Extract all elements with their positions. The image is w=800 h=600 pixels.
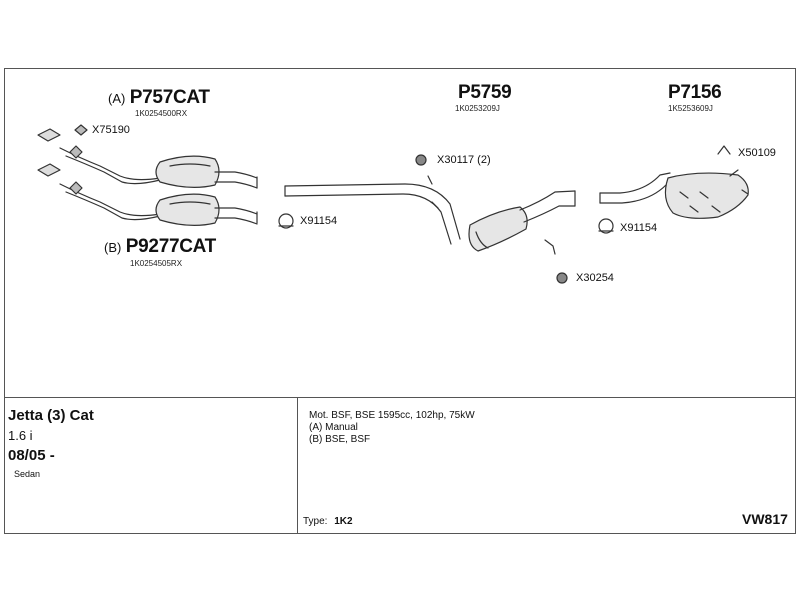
part-b-oem: 1K0254505RX (130, 259, 183, 268)
vehicle-model: Jetta (3) Cat (8, 407, 94, 424)
spec-line-1: Mot. BSF, BSE 1595cc, 102hp, 75kW (309, 410, 475, 421)
clamp-icon-rear (598, 218, 614, 234)
part-a-number: P757CAT (129, 87, 210, 108)
rubber-hanger-icon (415, 154, 427, 166)
catalyst-b-drawing (37, 163, 258, 226)
part-rear-number: P7156 (668, 82, 722, 103)
part-middle-number: P5759 (458, 82, 512, 103)
part-b-prefix: (B) (104, 240, 122, 255)
hanger-rear-label: X50109 (738, 147, 776, 159)
diagram-code: VW817 (742, 511, 788, 527)
info-divider (4, 397, 796, 398)
diagram-frame (4, 68, 796, 534)
type-label: Type: (303, 516, 328, 527)
type-row: Type: 1K2 (303, 516, 353, 528)
spec-line-3: (B) BSE, BSF (309, 434, 371, 445)
gasket-front-label: X75190 (92, 124, 130, 136)
part-rear-oem: 1K5253609J (668, 104, 713, 113)
part-a-prefix: (A) (108, 91, 126, 106)
part-middle-oem: 1K0253209J (455, 104, 500, 113)
rubber-hanger-icon-2 (556, 272, 568, 284)
clamp-rear-label: X91154 (620, 222, 658, 234)
hanger-icon (717, 145, 731, 155)
hanger-mid2-label: X30254 (576, 272, 614, 284)
middle-silencer-drawing (284, 175, 576, 255)
catalyst-a-drawing (37, 128, 258, 189)
part-a-label: (A) P757CAT (108, 87, 210, 109)
vehicle-engine: 1.6 i (8, 428, 33, 443)
type-value: 1K2 (334, 516, 353, 527)
info-column-divider (297, 397, 298, 534)
part-b-label: (B) P9277CAT (104, 236, 216, 258)
clamp-icon (278, 213, 294, 229)
vehicle-body: Sedan (14, 469, 41, 479)
part-b-number: P9277CAT (125, 236, 216, 257)
rear-silencer-drawing (599, 169, 749, 219)
hanger-mid-label: X30117 (2) (437, 154, 491, 166)
part-a-oem: 1K0254500RX (135, 109, 188, 118)
vehicle-date: 08/05 - (8, 447, 55, 464)
spec-line-2: (A) Manual (309, 422, 358, 433)
gasket-icon (74, 124, 88, 136)
clamp-front-label: X91154 (300, 215, 338, 227)
